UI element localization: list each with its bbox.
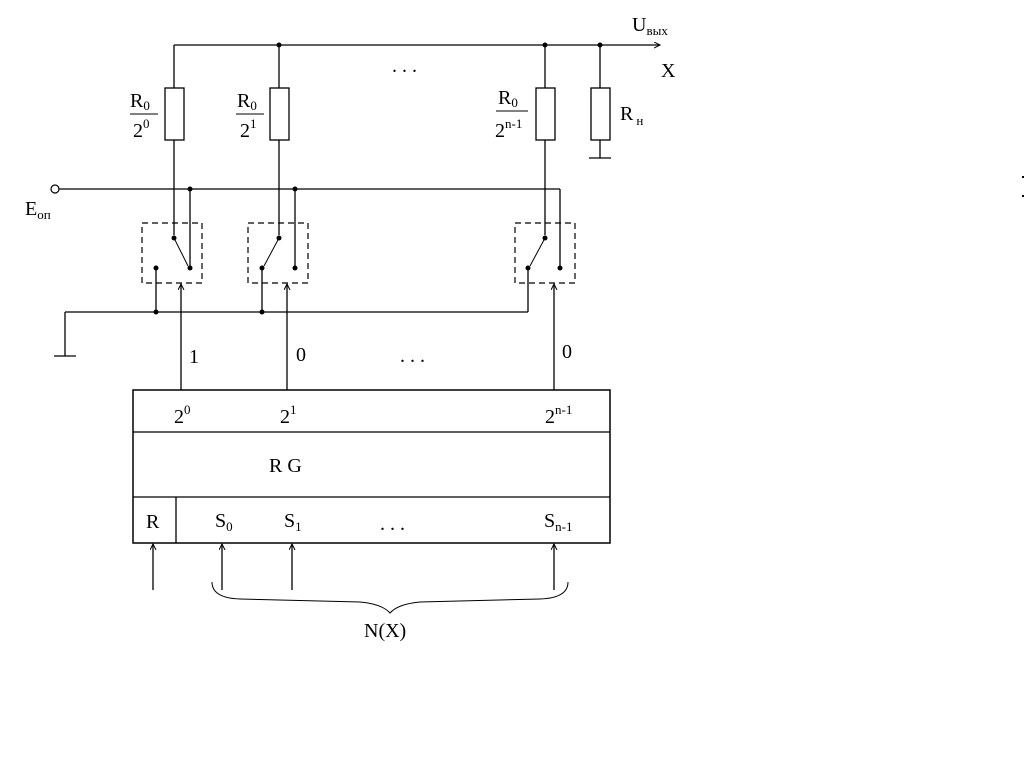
svg-text:Rн: Rн bbox=[620, 103, 643, 128]
svg-text:R0: R0 bbox=[237, 90, 257, 113]
bit-value-n-1: 0 bbox=[562, 341, 572, 363]
set-input-s0: S0 bbox=[215, 510, 233, 534]
register-block: 20 21 2n-1 R G R S0 S1 Sn-1 . . . bbox=[132, 389, 611, 544]
input-code-label: N(X) bbox=[364, 620, 406, 642]
set-input-sn-1: Sn-1 bbox=[544, 510, 572, 534]
ellipsis-bits: . . . bbox=[400, 345, 425, 367]
svg-text:21: 21 bbox=[240, 116, 257, 142]
reference-terminal bbox=[50, 184, 60, 194]
register-name: R G bbox=[269, 455, 302, 477]
resistor-bit-n-1: R0 2n-1 bbox=[495, 45, 556, 235]
bit-value-0: 1 bbox=[189, 346, 199, 368]
node-x-label: X bbox=[661, 60, 676, 82]
bit-value-1: 0 bbox=[296, 344, 306, 366]
resistor-bit0: R0 20 bbox=[130, 45, 185, 235]
resistor-bit1: R0 21 bbox=[236, 45, 290, 235]
svg-text:2n-1: 2n-1 bbox=[495, 116, 522, 142]
switch-bit0 bbox=[141, 189, 203, 390]
svg-text:Eоп: Eоп bbox=[25, 198, 51, 222]
register-output-2-0: 20 bbox=[174, 402, 191, 428]
input-code-brace bbox=[211, 581, 569, 614]
ellipsis-inputs: . . . bbox=[380, 513, 405, 535]
svg-text:R0: R0 bbox=[130, 90, 150, 113]
ellipsis-resistors: . . . bbox=[392, 55, 417, 77]
set-input-s1: S1 bbox=[284, 510, 302, 534]
svg-text:20: 20 bbox=[133, 116, 150, 142]
ground-bus bbox=[54, 309, 528, 357]
reference-voltage: Eоп bbox=[25, 184, 560, 222]
reset-input-label: R bbox=[146, 511, 160, 533]
register-output-2-n-1: 2n-1 bbox=[545, 402, 572, 428]
output-voltage-label: Uвых bbox=[632, 14, 668, 38]
register-output-2-1: 21 bbox=[280, 402, 297, 428]
switch-bit-n-1 bbox=[514, 189, 576, 390]
svg-text:R0: R0 bbox=[498, 87, 518, 110]
switch-bit1 bbox=[247, 189, 309, 390]
